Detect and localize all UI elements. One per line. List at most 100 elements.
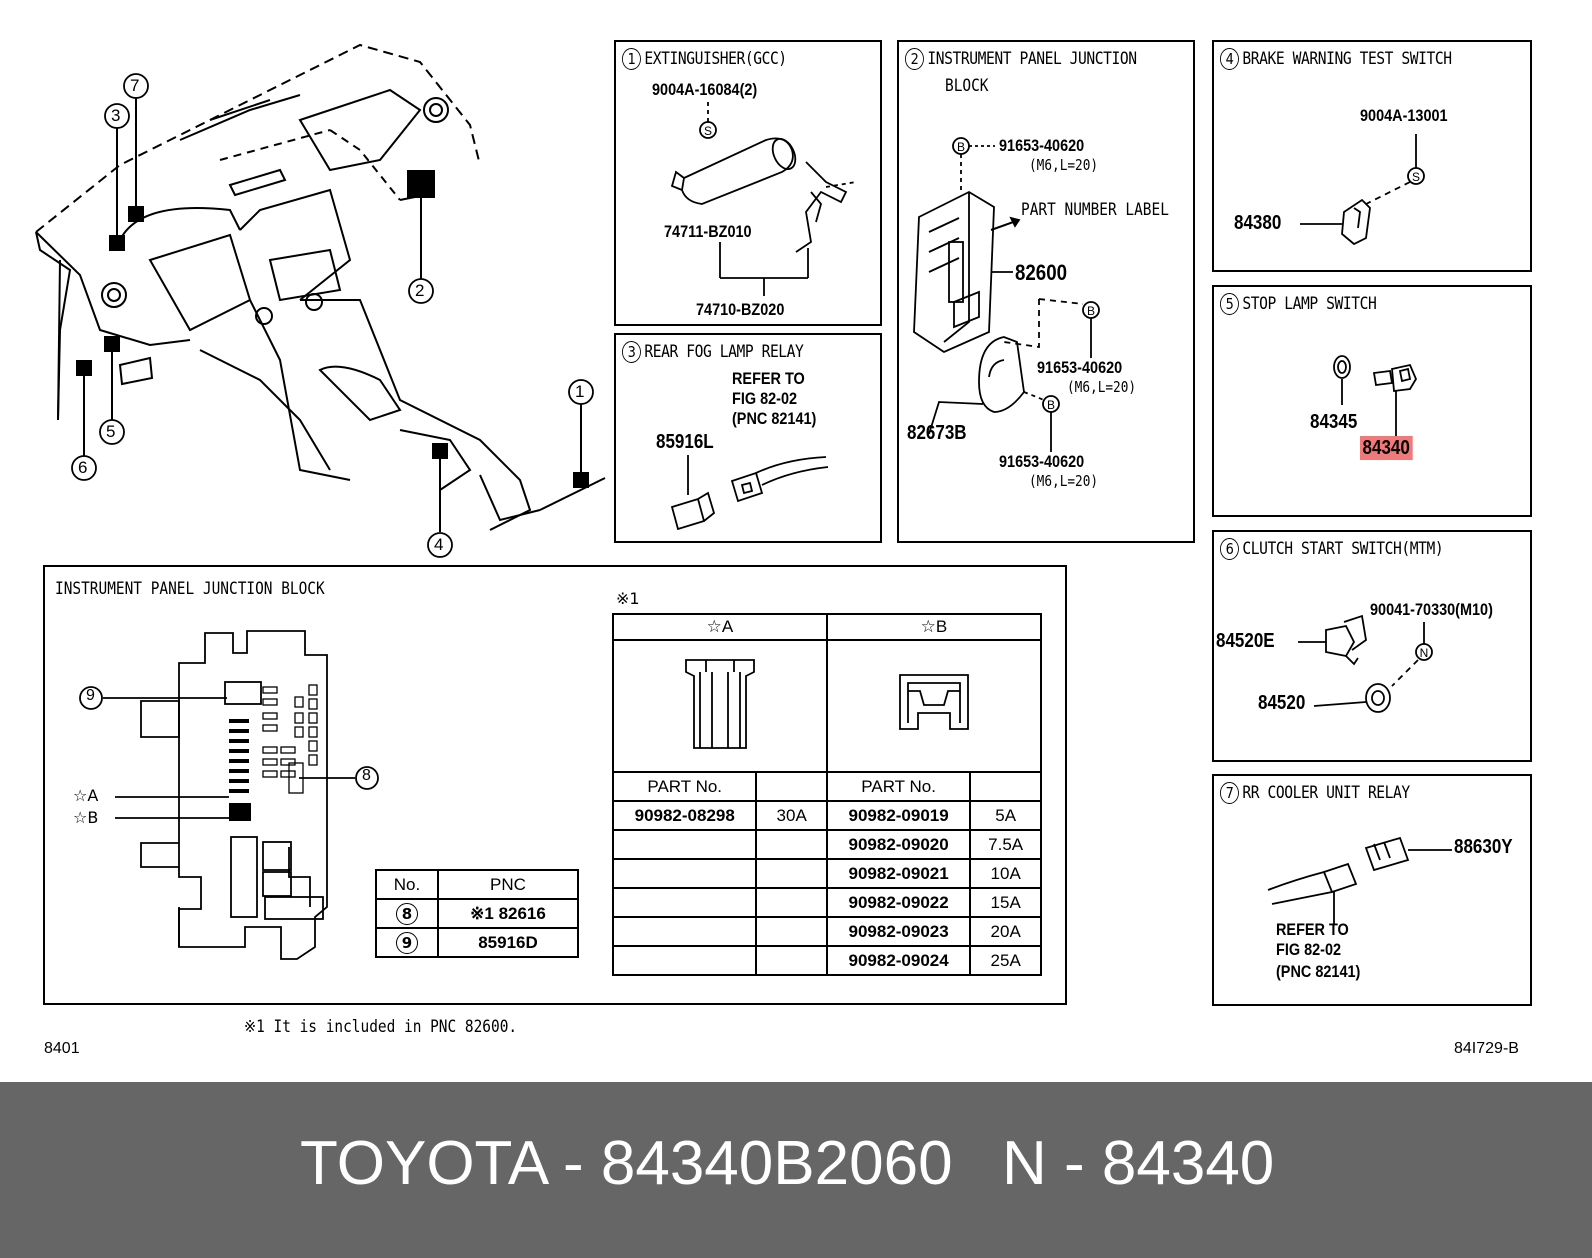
panel5-part: 84340	[1360, 436, 1413, 460]
fuse-a-empty	[755, 858, 828, 889]
figure-id-left: 8401	[44, 1040, 80, 1057]
fuse-a-image-cell	[612, 639, 828, 773]
fuse-b-part: 90982-09022	[825, 887, 972, 918]
fuse-col-a-header: ☆A	[612, 613, 828, 641]
panel2-title-line2: BLOCK	[945, 76, 989, 96]
pnc-table: No. PNC 8 ※1 82616 9 85916D	[375, 869, 579, 958]
pnc-header-pnc: PNC	[437, 869, 579, 900]
fuse-b-partno-header: PART No.	[825, 771, 972, 802]
panel2-bolt1-letter: B	[957, 140, 965, 154]
panel2-label-note: PART NUMBER LABEL	[1021, 200, 1169, 220]
junction-block-layout-drawing	[79, 630, 379, 960]
panel2-block: 82600	[1015, 260, 1068, 285]
panel4-screw: 9004A-13001	[1360, 106, 1448, 125]
panel7-part: 88630Y	[1454, 836, 1513, 858]
pnc-row-pnc: 85916D	[437, 927, 579, 958]
panel7-refer-2: FIG 82-02	[1276, 940, 1342, 959]
extinguisher-drawing: S	[670, 102, 857, 296]
fuse-a-icon	[685, 658, 755, 749]
fuse-a-partno-header: PART No.	[611, 771, 758, 802]
figure-id-right: 84I729-B	[1454, 1040, 1519, 1057]
footer-part-number: TOYOTA - 84340B2060	[300, 1129, 953, 1198]
fuse-b-icon	[899, 673, 969, 730]
callout-1: 1	[575, 382, 585, 401]
fuse-a-empty	[755, 916, 828, 947]
panel2-bolt3-spec: (M6,L=20)	[1029, 472, 1099, 490]
panel2-bolt2-spec: (M6,L=20)	[1067, 378, 1137, 396]
fuse-b-image-cell	[825, 639, 1043, 773]
pnc-header-no: No.	[375, 869, 439, 900]
panel3-part: 85916L	[656, 431, 714, 453]
fuse-a-empty	[755, 829, 828, 860]
fuse-b-part: 90982-09021	[825, 858, 972, 889]
highlighted-part-84340[interactable]: 84340	[1360, 436, 1413, 460]
rear-fog-relay-drawing	[670, 455, 829, 531]
panel2-bolt2: 91653-40620	[1037, 358, 1123, 377]
panel6-bracket: 84520E	[1216, 630, 1275, 652]
panel4-screw-letter: S	[1412, 170, 1420, 184]
junction-callout-9: 9	[86, 687, 95, 704]
footnote: ※1 It is included in PNC 82600.	[244, 1017, 518, 1037]
fuse-table: ☆A ☆B	[611, 613, 1043, 976]
panel2-bolt1-spec: (M6,L=20)	[1029, 156, 1099, 174]
fuse-b-amp: 25A	[969, 945, 1042, 976]
callout-2: 2	[415, 281, 425, 300]
fuse-col-b-header: ☆B	[825, 613, 1043, 641]
callout-5: 5	[106, 422, 116, 441]
callout-7: 7	[130, 76, 140, 95]
fuse-b-amp: 7.5A	[969, 829, 1042, 860]
fuse-a-empty	[611, 887, 758, 918]
fuse-a-part: 90982-08298	[611, 800, 758, 831]
pnc-row-no: 9	[375, 927, 439, 958]
fuse-b-amp: 5A	[969, 800, 1042, 831]
fuse-b-amp: 15A	[969, 887, 1042, 918]
panel7-refer-1: REFER TO	[1276, 920, 1349, 939]
fuse-a-empty	[611, 945, 758, 976]
dashboard-diagram	[35, 43, 606, 558]
callout-4: 4	[434, 535, 444, 554]
panel3-refer-3: (PNC 82141)	[732, 409, 817, 428]
panel4-part: 84380	[1234, 212, 1282, 234]
fuse-a-empty	[611, 916, 758, 947]
junction-title: INSTRUMENT PANEL JUNCTION BLOCK	[55, 579, 325, 599]
fuse-a-amp: 30A	[755, 800, 828, 831]
panel-junction-block-detail: INSTRUMENT PANEL JUNCTION BLOCK	[43, 565, 1067, 1005]
panel3-refer-2: FIG 82-02	[732, 389, 798, 408]
pnc-row-no: 8	[375, 898, 439, 929]
star-a-label: ☆A	[73, 786, 99, 805]
footer-banner	[0, 1082, 1592, 1258]
fuse-note-mark: ※1	[616, 589, 640, 608]
panel2-bolt3-letter: B	[1047, 398, 1055, 412]
fuse-b-amp-header	[969, 771, 1042, 802]
panel3-refer-1: REFER TO	[732, 369, 805, 388]
stop-lamp-switch-drawing	[1333, 355, 1418, 437]
clutch-switch-drawing: N	[1298, 614, 1433, 713]
callout-3: 3	[111, 106, 121, 125]
panel2-bolt1: 91653-40620	[999, 136, 1085, 155]
panel1-part-a: 74711-BZ010	[664, 222, 752, 241]
rr-cooler-relay-drawing	[1267, 836, 1452, 924]
fuse-b-part: 90982-09023	[825, 916, 972, 947]
panel1-part-b: 74710-BZ020	[696, 300, 785, 319]
fuse-a-amp-header	[755, 771, 828, 802]
fuse-b-part: 90982-09020	[825, 829, 972, 860]
panel2-bolt3: 91653-40620	[999, 452, 1085, 471]
panel7-refer-3: (PNC 82141)	[1276, 962, 1361, 981]
fuse-a-empty	[755, 887, 828, 918]
fuse-b-amp: 10A	[969, 858, 1042, 889]
panel1-screw-letter: S	[704, 124, 712, 138]
panel2-bracket: 82673B	[907, 422, 967, 444]
panel6-bolt: 90041-70330(M10)	[1370, 600, 1493, 619]
